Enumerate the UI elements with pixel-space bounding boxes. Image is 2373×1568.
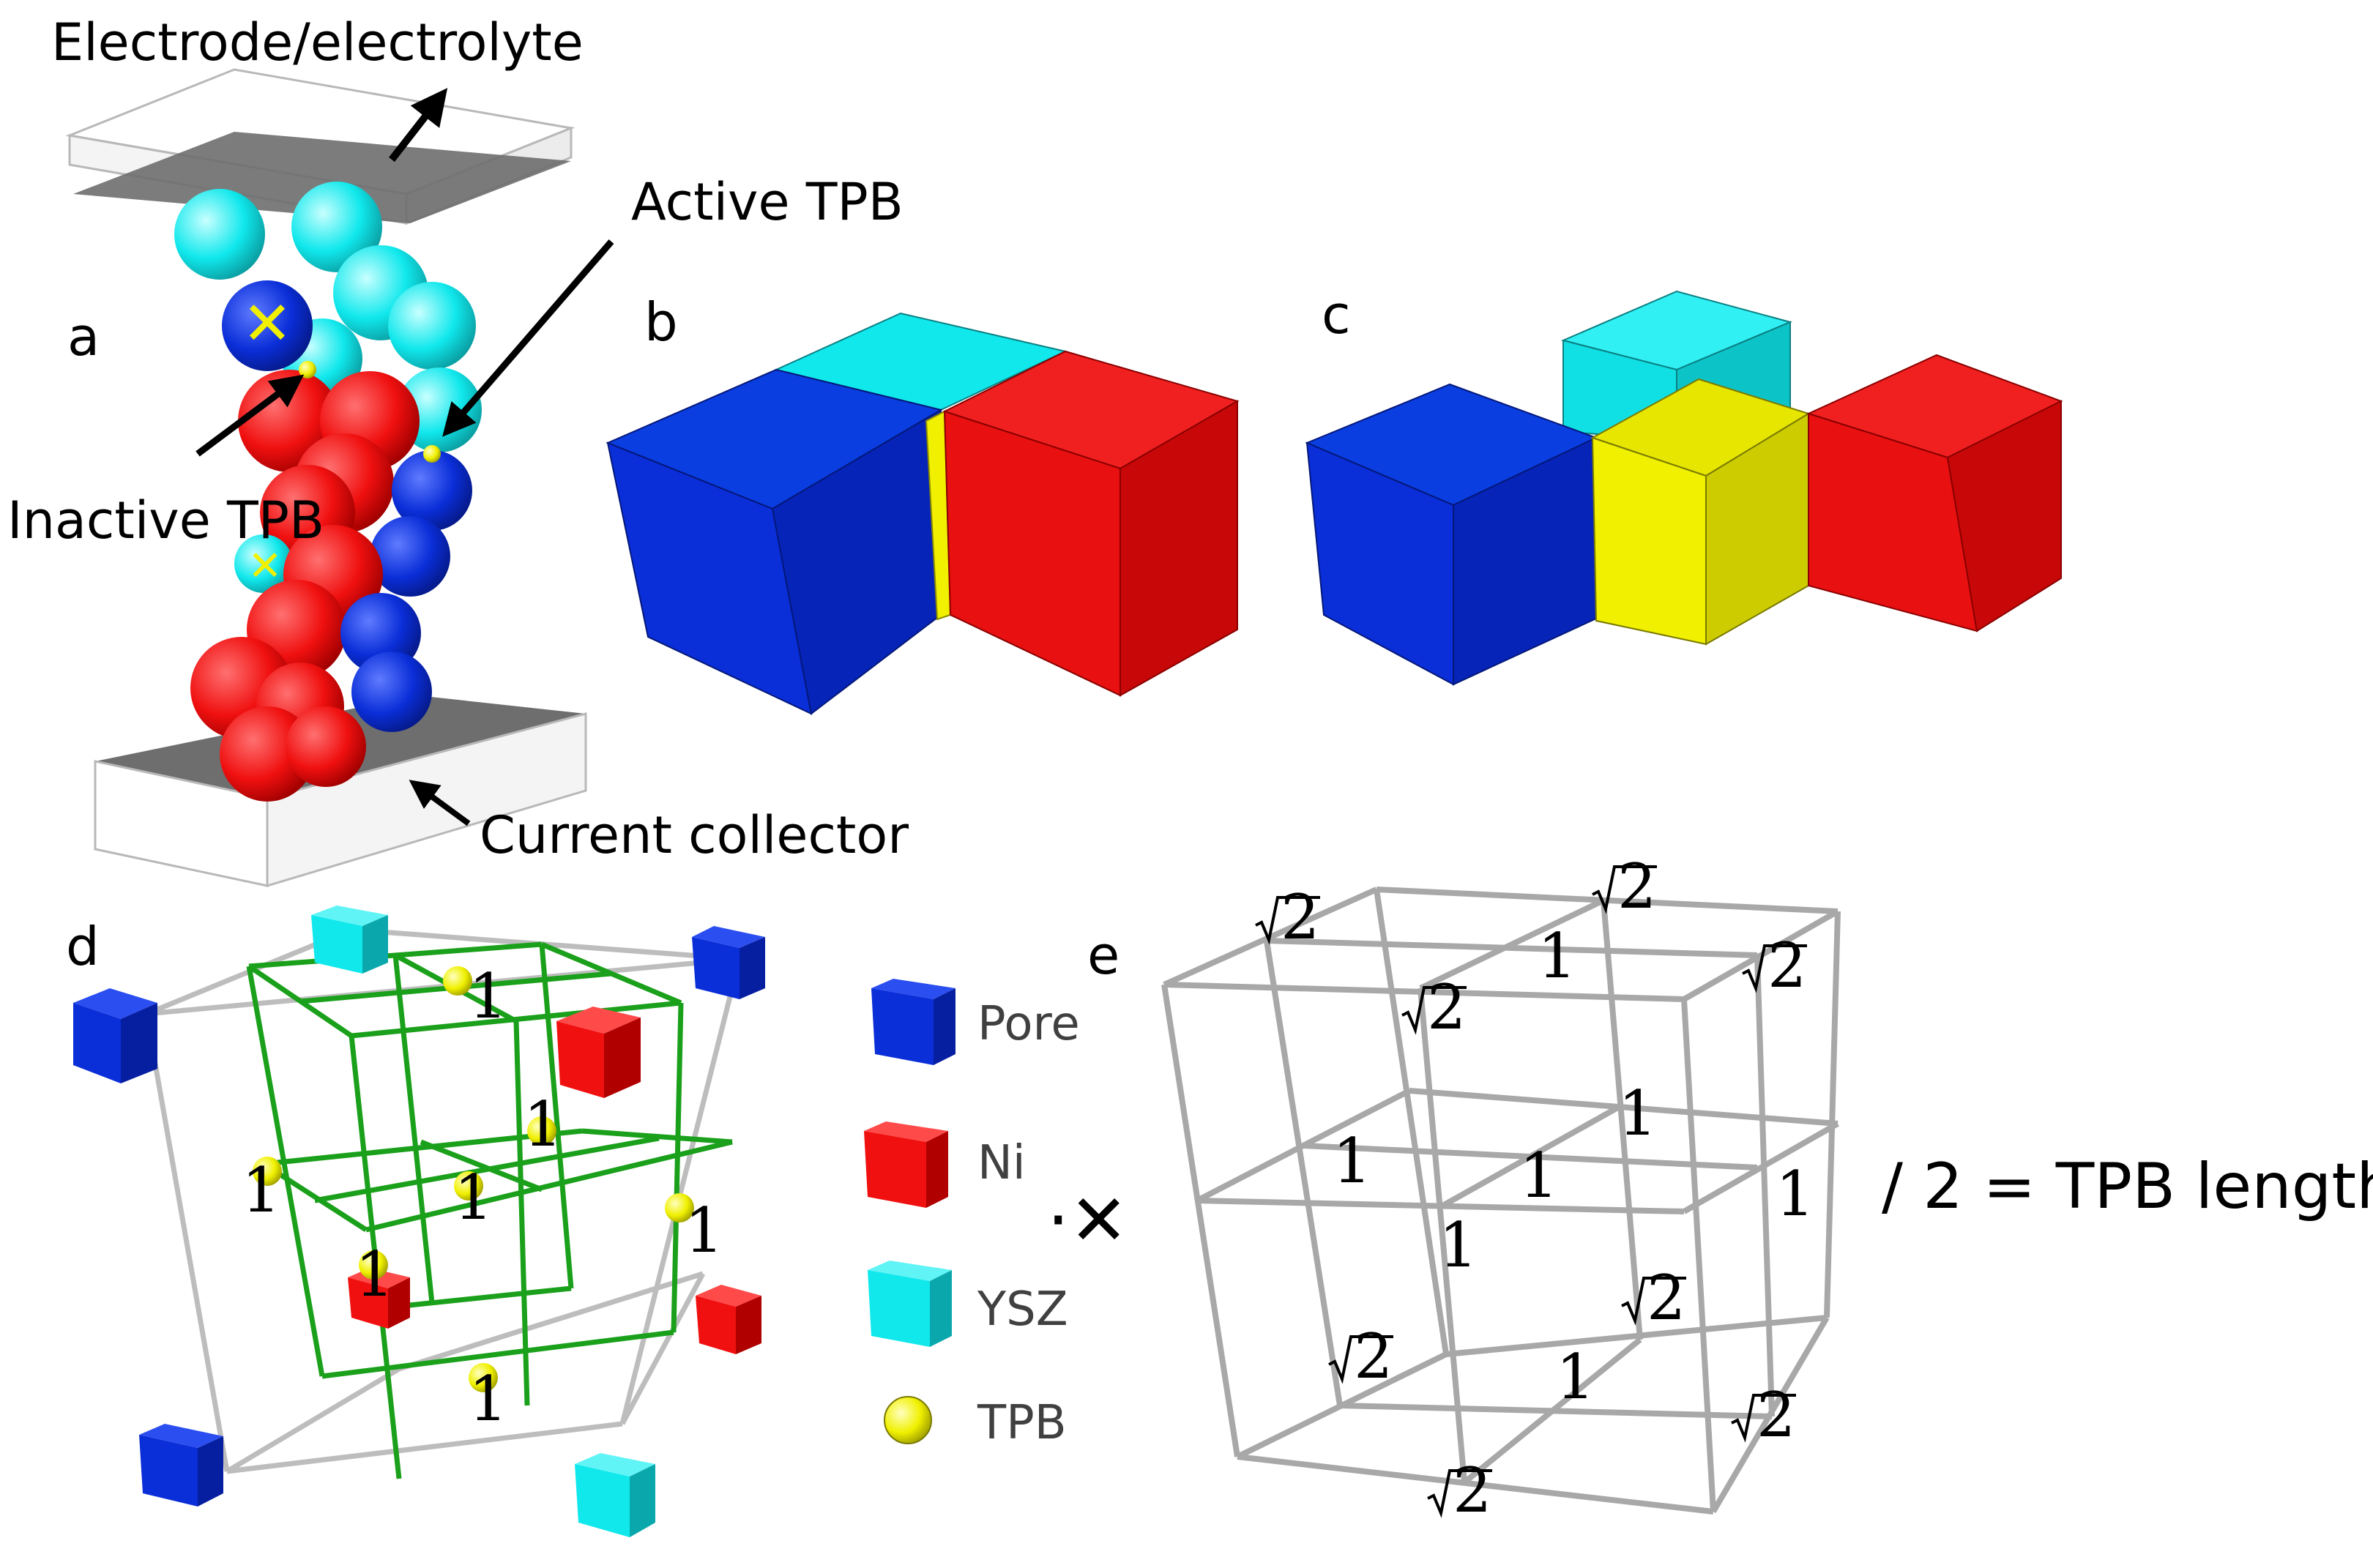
tpb-cross-mark: ✕: [242, 289, 293, 359]
panel-a: ✕ ✕ Electrode/electrolyte Active TPB Ina…: [7, 12, 909, 888]
inactive-pore-particle: [222, 280, 313, 371]
panel-c-label: c: [1322, 284, 1351, 346]
svg-text:2: 2: [1427, 971, 1466, 1043]
inactive-tpb-label: Inactive TPB: [7, 490, 324, 550]
tpb-value-d: 1: [355, 1239, 394, 1310]
ni-voxel-b: [942, 350, 1240, 697]
ni-voxel-c: [1806, 354, 2063, 632]
voxel-ysz-br: [575, 1453, 655, 1537]
sqrt-two-label: 2: [1731, 1379, 1796, 1451]
legend-pore: Pore: [871, 979, 1080, 1065]
sqrt-two-label: 2: [1621, 1262, 1686, 1334]
particle-chain: [174, 182, 482, 802]
legend-ni-label: Ni: [977, 1136, 1026, 1190]
svg-text:2: 2: [1767, 930, 1806, 1001]
sqrt-two-label: 2: [1255, 881, 1320, 953]
sqrt-two-label: 2: [1592, 851, 1657, 922]
pore-voxel-b: [606, 368, 943, 715]
unit-weight-label: 1: [1333, 1125, 1371, 1197]
svg-text:2: 2: [1354, 1321, 1393, 1392]
voxel-ni-top: [556, 1007, 641, 1098]
voxel-pore-bl: [139, 1424, 223, 1507]
svg-text:2: 2: [1281, 881, 1319, 953]
pore-voxel-c: [1305, 383, 1598, 686]
tpb-value-d: 1: [469, 1363, 507, 1435]
sqrt-two-label: 2: [1328, 1321, 1393, 1392]
tpb-cross-mark-small: ✕: [248, 542, 283, 590]
elementwise-multiply-operator: ·✕: [1047, 1179, 1128, 1261]
panel-a-label: a: [67, 306, 100, 367]
current-collector-arrow: [409, 780, 471, 826]
active-tpb-arrow: [442, 239, 614, 437]
svg-text:2: 2: [1757, 1379, 1795, 1451]
tpb-value-d: 1: [454, 1162, 493, 1233]
unit-weight-label: 1: [1776, 1158, 1814, 1230]
legend-ysz: YSZ: [868, 1261, 1068, 1347]
weight-lattice: [1161, 886, 1841, 1515]
panel-d-label: d: [66, 916, 100, 977]
voxel-pore-tr: [692, 926, 765, 999]
legend-tpb: TPB: [884, 1396, 1067, 1450]
sqrt-two-label: 2: [1401, 971, 1467, 1043]
active-tpb-label: Active TPB: [631, 172, 904, 232]
electrode-arrow: [389, 88, 448, 163]
voxel-pore-tl: [73, 988, 157, 1083]
tpb-points-d: [253, 966, 694, 1392]
electrode-label: Electrode/electrolyte: [51, 12, 584, 72]
voxel-ysz-top: [311, 906, 388, 974]
tpb-value-d: 1: [685, 1195, 723, 1266]
inactive-tpb-dot: [299, 361, 316, 378]
inactive-tpb-arrow: [195, 374, 305, 457]
legend-tpb-label: TPB: [977, 1396, 1067, 1450]
legend: Pore Ni YSZ TPB: [864, 979, 1080, 1450]
electrode-plate: [65, 68, 575, 225]
panel-c: c: [1305, 284, 2063, 686]
panel-e: e: [1087, 851, 1841, 1526]
sqrt-two-label: 2: [1427, 1455, 1492, 1526]
unit-weight-label: 1: [1519, 1140, 1558, 1212]
tpb-value-d: 1: [469, 960, 507, 1032]
unit-weight-label: 1: [1538, 920, 1576, 992]
panel-e-label: e: [1087, 925, 1120, 986]
active-tpb-dot: [423, 445, 441, 463]
svg-text:2: 2: [1453, 1455, 1491, 1526]
unit-weight-label: 1: [1556, 1341, 1595, 1413]
tpb-voxel-c: [1590, 378, 1811, 646]
panel-b: b: [606, 291, 1240, 715]
voxel-ni-right: [696, 1285, 761, 1354]
current-collector-label: Current collector: [480, 805, 909, 865]
tpb-value-d: 1: [524, 1089, 562, 1160]
legend-ni: Ni: [864, 1121, 1026, 1208]
legend-pore-label: Pore: [977, 997, 1080, 1051]
unit-weight-label: 1: [1439, 1209, 1478, 1281]
tpb-values-d: 1 1 1 1 1 1 1: [242, 960, 723, 1435]
tpb-length-formula: / 2 = TPB length: [1882, 1150, 2373, 1223]
legend-ysz-label: YSZ: [977, 1283, 1068, 1337]
panel-d: d: [66, 906, 765, 1537]
weight-values-e: 2 2 2 2 2 2 2: [1255, 851, 1814, 1526]
tpb-value-d: 1: [242, 1154, 280, 1226]
outer-lattice: [144, 927, 742, 1474]
svg-text:2: 2: [1617, 851, 1656, 922]
svg-text:2: 2: [1647, 1262, 1685, 1334]
unit-weight-label: 1: [1618, 1078, 1657, 1149]
panel-b-label: b: [644, 291, 678, 353]
sqrt-two-label: 2: [1742, 930, 1807, 1001]
